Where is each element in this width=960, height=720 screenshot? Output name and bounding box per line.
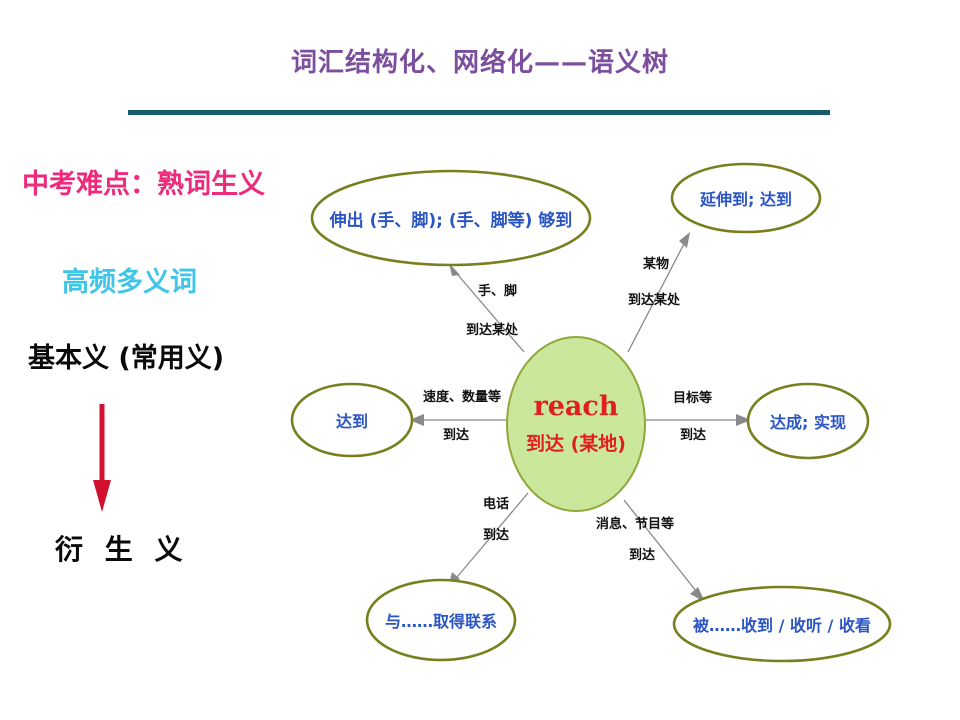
connector-extend-to [627,237,688,353]
basic-meaning-label: 基本义 (常用义) [28,343,225,374]
high-frequency-label: 高频多义词 [62,267,197,298]
connector-extend-limb [451,267,525,353]
connector-contact [451,492,529,584]
node-ellipse-center[interactable] [506,336,646,512]
node-ellipse-extend-to[interactable] [670,162,822,234]
node-ellipse-be-received[interactable] [672,585,892,663]
page-title: 词汇结构化、网络化——语义树 [290,48,669,78]
node-ellipse-attain[interactable] [290,382,414,458]
connector-lines [409,232,751,602]
derived-meaning-label: 衍 生 义 [55,533,189,566]
node-ellipse-extend-limb[interactable] [310,169,592,267]
title-divider [128,110,830,115]
node-ellipse-contact[interactable] [365,578,517,662]
connector-be-received [623,499,701,597]
down-arrow-icon [93,404,111,512]
node-ellipse-achieve[interactable] [746,382,870,460]
difficulty-label: 中考难点：熟词生义 [22,169,265,200]
